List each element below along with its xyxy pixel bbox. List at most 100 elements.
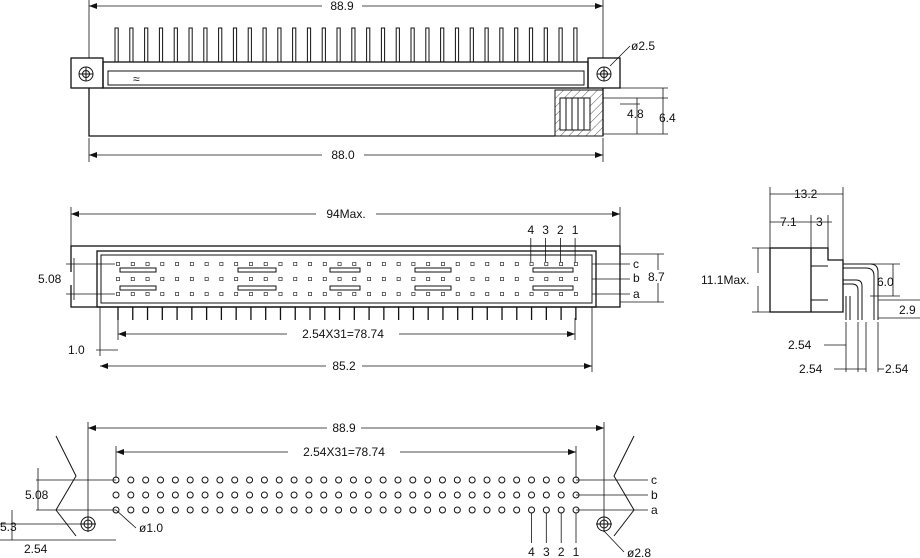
contact-dot xyxy=(116,277,120,281)
pcb-hole xyxy=(320,506,328,514)
contact-dot xyxy=(204,292,209,296)
contact-dot xyxy=(204,277,209,281)
pin xyxy=(306,27,312,63)
pcb-hole xyxy=(275,491,283,499)
contact-dot xyxy=(308,277,312,281)
pcb-hole xyxy=(142,491,150,499)
contact-dot xyxy=(160,277,165,281)
pin xyxy=(454,27,460,63)
pcb-hole xyxy=(483,506,491,514)
front-row-b: b xyxy=(633,271,640,285)
pcb-hole xyxy=(364,476,372,484)
pcb-hole xyxy=(528,506,536,514)
contact-dot xyxy=(573,262,578,266)
pin xyxy=(188,27,193,63)
contact-dot xyxy=(145,292,150,296)
contact-dot xyxy=(293,262,298,266)
contact-dot xyxy=(278,277,283,281)
pin xyxy=(514,27,519,63)
contact-dot xyxy=(130,292,135,296)
contact-dot xyxy=(322,277,327,281)
contact-dot xyxy=(204,262,209,266)
pin xyxy=(129,27,134,63)
pcb-hole xyxy=(260,506,268,514)
contact-dot xyxy=(308,292,312,296)
top-dim-overall: 88.9 xyxy=(330,0,354,13)
contact-dot xyxy=(426,277,431,281)
fp-dim-pitch: 2.54X31=78.74 xyxy=(303,445,385,459)
pcb-hole xyxy=(424,491,432,499)
side-dim-7-1: 7.1 xyxy=(780,215,797,229)
contact-dot xyxy=(441,292,445,296)
pcb-hole xyxy=(483,491,491,499)
contact-dot xyxy=(130,277,135,281)
pcb-hole xyxy=(260,491,268,499)
pcb-hole xyxy=(498,506,506,514)
pcb-hole xyxy=(424,506,432,514)
pcb-hole xyxy=(275,506,283,514)
contact-dot xyxy=(396,292,401,296)
contact-slot xyxy=(414,285,452,291)
contact-dot xyxy=(470,277,475,281)
contact-dot xyxy=(455,262,460,266)
contact-dot xyxy=(130,262,135,266)
contact-dot xyxy=(189,277,194,281)
pcb-hole xyxy=(127,491,135,499)
pcb-hole xyxy=(557,506,565,514)
contact-dot xyxy=(175,292,179,296)
contact-dot xyxy=(573,292,578,296)
pin xyxy=(528,27,534,63)
pin-number: 4 xyxy=(527,223,534,237)
pcb-hole xyxy=(201,506,209,514)
pin xyxy=(203,27,208,63)
pcb-hole xyxy=(542,476,550,484)
contact-dot xyxy=(426,292,431,296)
pcb-hole xyxy=(438,476,446,484)
contact-dot xyxy=(293,277,298,281)
pcb-hole xyxy=(305,506,313,514)
pcb-hole xyxy=(246,491,254,499)
contact-dot xyxy=(322,262,327,266)
pcb-hole xyxy=(112,491,120,499)
pcb-hole xyxy=(275,476,283,484)
front-dim-5-08: 5.08 xyxy=(38,272,62,286)
contact-dot xyxy=(263,262,268,266)
pin xyxy=(247,27,252,63)
pin-number: 1 xyxy=(572,223,579,237)
contact-dot xyxy=(426,262,431,266)
pcb-hole xyxy=(498,491,506,499)
contact-dot xyxy=(263,292,268,296)
pcb-hole xyxy=(453,491,461,499)
pcb-hole xyxy=(260,476,268,484)
contact-dot xyxy=(278,292,283,296)
pcb-hole xyxy=(216,476,224,484)
contact-dot xyxy=(337,277,342,281)
pcb-hole xyxy=(305,476,313,484)
pcb-hole xyxy=(468,476,476,484)
pcb-hole xyxy=(290,476,298,484)
pin-number: 3 xyxy=(542,223,549,237)
pcb-hole xyxy=(320,491,328,499)
contact-dot xyxy=(411,292,416,296)
pcb-hole xyxy=(335,476,343,484)
contact-dot xyxy=(175,262,179,266)
contact-slot xyxy=(532,285,574,291)
fp-dim-hole-large: ø2.8 xyxy=(627,546,651,558)
contact-dot xyxy=(367,262,371,266)
pcb-hole xyxy=(171,506,179,514)
top-dim-mount: 88.0 xyxy=(331,148,355,162)
contact-slot xyxy=(532,267,574,273)
side-dim-13-2: 13.2 xyxy=(794,187,818,201)
pcb-hole xyxy=(394,476,402,484)
footprint-view: 88.9 2.54X31=78.74 c b a 5.08 xyxy=(0,421,658,558)
contact-dot xyxy=(175,277,179,281)
fp-dim-2-54: 2.54 xyxy=(24,542,48,556)
contact-dot xyxy=(441,262,445,266)
contact-dot xyxy=(500,262,504,266)
pcb-hole xyxy=(335,506,343,514)
contact-dot xyxy=(381,292,386,296)
pin xyxy=(336,27,341,63)
pcb-hole xyxy=(231,491,239,499)
pcb-hole xyxy=(157,476,165,484)
